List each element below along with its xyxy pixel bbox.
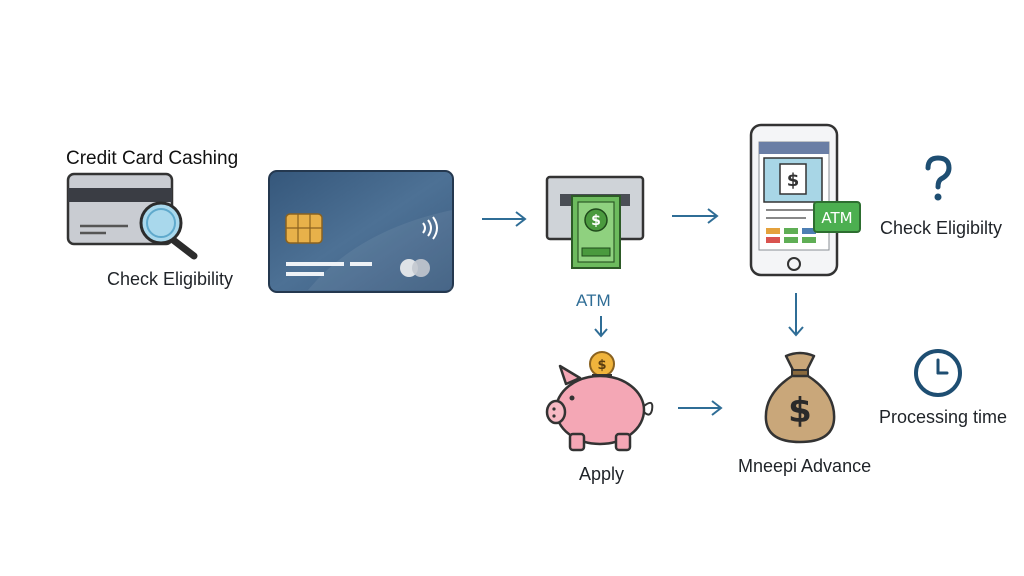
atm-label: ATM	[576, 291, 611, 310]
credit-card-icon	[268, 170, 454, 293]
diagram-title: Credit Card Cashing	[66, 148, 239, 169]
arrow-phone-to-bag	[788, 293, 804, 337]
arrow-atm-to-piggy	[594, 316, 608, 338]
svg-text:$: $	[591, 213, 601, 229]
money-bag-icon: $	[764, 351, 836, 444]
question-mark-icon	[925, 155, 952, 201]
magnifier-over-card-icon	[66, 172, 198, 260]
arrow-atm-to-phone	[672, 208, 719, 224]
apply-label: Apply	[579, 464, 625, 484]
svg-text:$: $	[787, 170, 800, 191]
smartphone-app-icon: $ ATM	[749, 123, 861, 277]
svg-text:$: $	[788, 391, 812, 431]
svg-text:$: $	[597, 358, 606, 373]
clock-icon	[914, 349, 962, 397]
check-eligibility-label-left: Check Eligibility	[107, 269, 234, 289]
phone-atm-badge: ATM	[821, 209, 852, 227]
processing-time-label: Processing time	[879, 407, 1008, 427]
check-eligibility-label-right: Check Eligibilty	[880, 218, 1003, 238]
arrow-piggy-to-bag	[678, 400, 723, 416]
atm-cash-icon: $	[545, 175, 645, 269]
money-advance-label: Mneepi Advance	[738, 456, 872, 476]
arrow-card-to-atm	[482, 211, 527, 227]
piggy-bank-icon: $	[545, 351, 654, 452]
